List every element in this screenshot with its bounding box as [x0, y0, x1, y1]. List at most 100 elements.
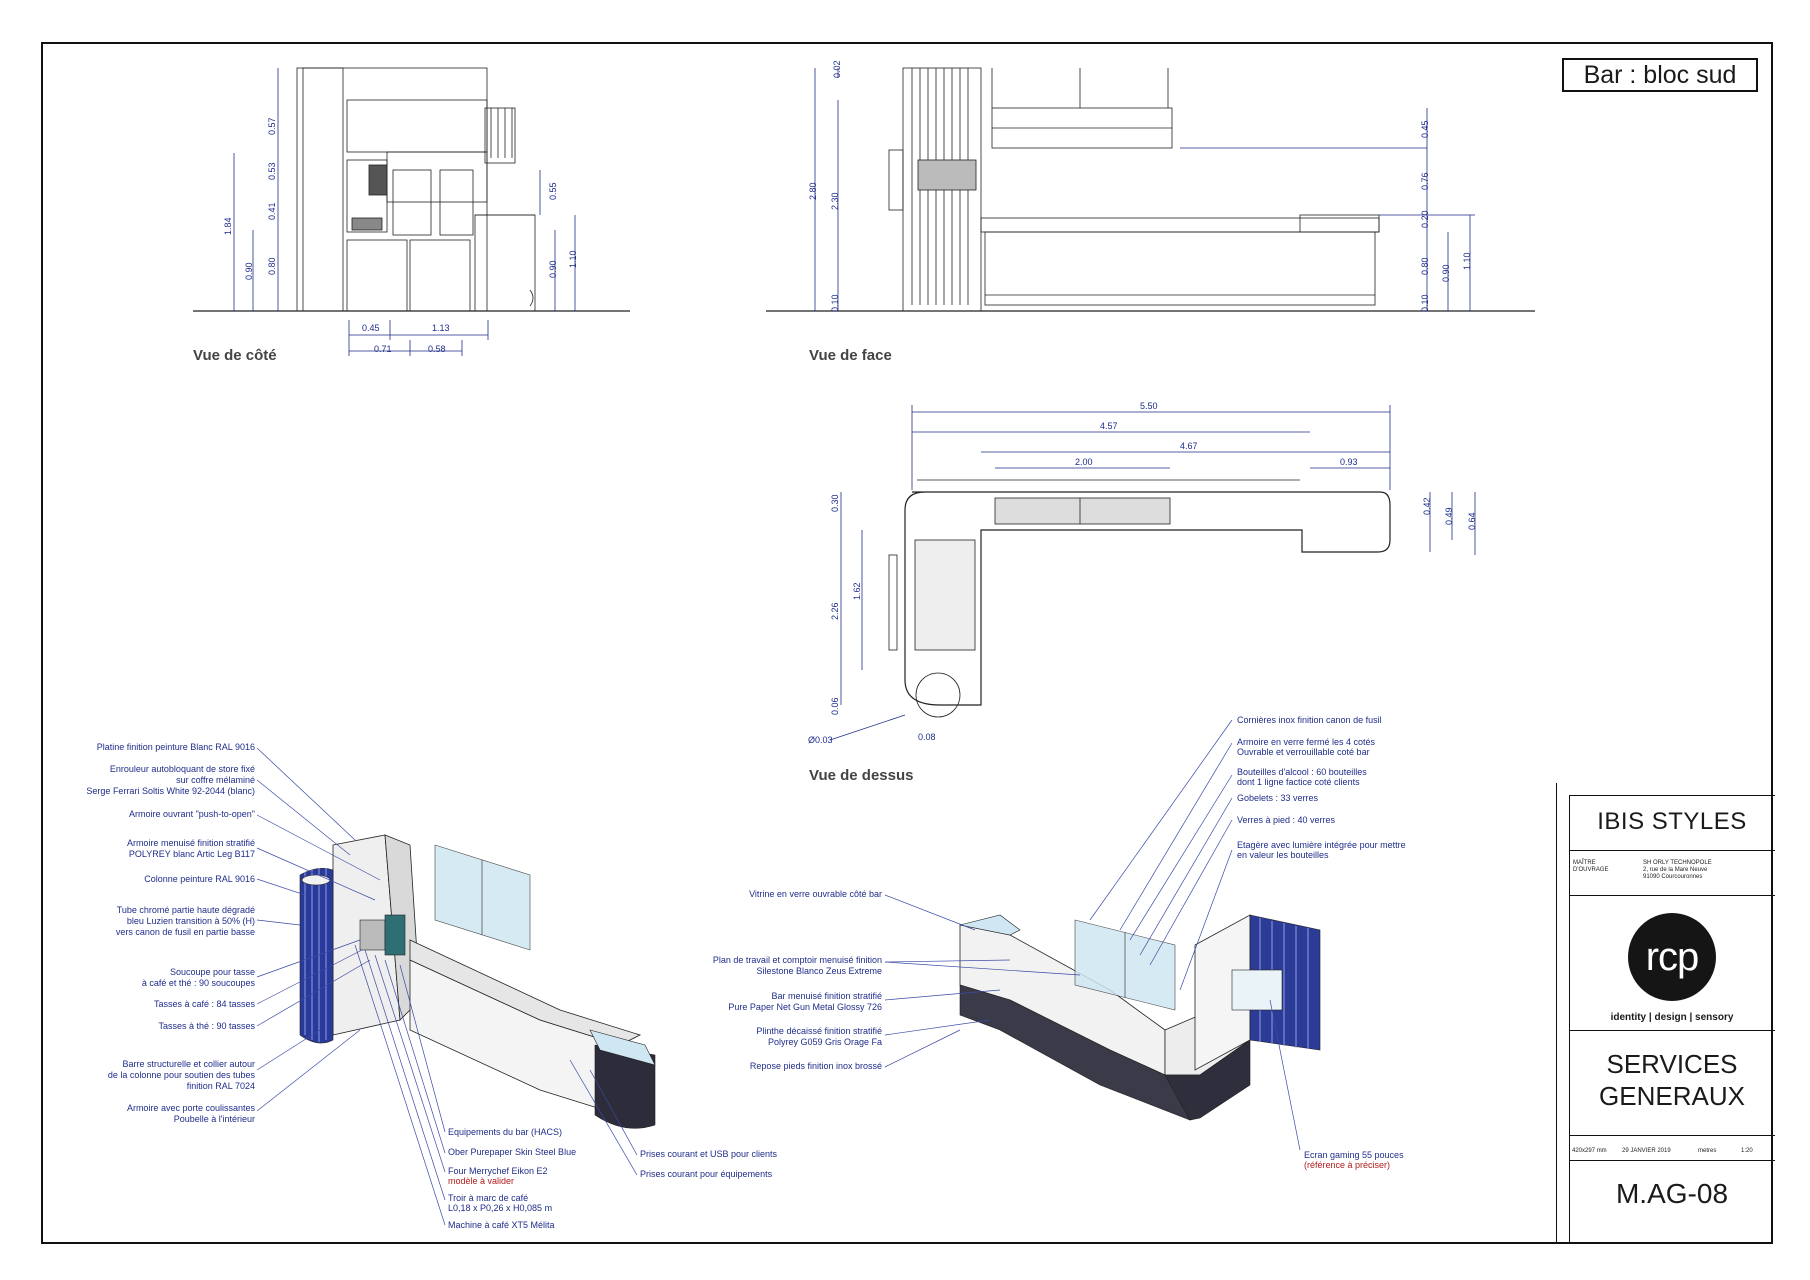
- dim-label: 0.90: [244, 262, 254, 280]
- title-block-inner: [1569, 795, 1775, 1243]
- side-view-title: Vue de côté: [193, 347, 277, 364]
- mid-label: Silestone Blanco Zeus Extreme: [756, 966, 882, 976]
- screen-label: Ecran gaming 55 pouces: [1304, 1150, 1404, 1160]
- left-label: Colonne peinture RAL 9016: [144, 874, 255, 884]
- dim-label: 1.84: [223, 217, 233, 235]
- outlet-label: Prises courant pour équipements: [640, 1169, 773, 1179]
- bottom-label: Ober Purepaper Skin Steel Blue: [448, 1147, 576, 1157]
- mid-label: Plan de travail et comptoir menuisé fini…: [713, 955, 882, 965]
- dim-label: 0.53: [267, 162, 277, 180]
- dim-label: 0.55: [548, 182, 558, 200]
- bottom-leaders: [354, 944, 638, 1226]
- right-label: Ouvrable et verrouillable coté bar: [1237, 747, 1370, 757]
- right-label: Armoire en verre fermé les 4 cotés: [1237, 737, 1376, 747]
- unit-value: metres: [1698, 1148, 1717, 1154]
- dim-label: 0.64: [1467, 512, 1477, 530]
- divider: [1569, 1135, 1775, 1136]
- left-leaders: [256, 747, 381, 1112]
- left-label: finition RAL 7024: [187, 1081, 255, 1091]
- bottom-label: L0,18 x P0,26 x H0,085 m: [448, 1203, 552, 1213]
- mid-label: Repose pieds finition inox brossé: [750, 1061, 882, 1071]
- left-label: Enrouleur autobloquant de store fixé: [110, 764, 255, 774]
- left-label: POLYREY blanc Artic Leg B117: [129, 849, 255, 859]
- dim-label: 2.26: [830, 602, 840, 620]
- left-label: Soucoupe pour tasse: [170, 967, 255, 977]
- top-view-title: Vue de dessus: [809, 767, 914, 784]
- side-view-dimensions: [233, 68, 576, 356]
- left-label: de la colonne pour soutien des tubes: [108, 1070, 256, 1080]
- divider: [1569, 1160, 1775, 1161]
- address-line: SH ORLY TECHNOPOLE: [1643, 860, 1712, 866]
- mid-label: Polyrey G059 Gris Orage Fa: [768, 1037, 882, 1047]
- right-label: Gobelets : 33 verres: [1237, 793, 1319, 803]
- dim-label: 0.10: [1420, 294, 1430, 312]
- dim-label: 5.50: [1140, 401, 1158, 411]
- date-value: 29 JANVIER 2019: [1622, 1148, 1671, 1154]
- dim-label: 0.30: [830, 494, 840, 512]
- dim-label: 0.10: [830, 294, 840, 312]
- dim-label: 1.10: [568, 250, 578, 268]
- dim-label: 0.06: [830, 697, 840, 715]
- dim-label: 1.10: [1462, 252, 1472, 270]
- left-label: Tasses à café : 84 tasses: [154, 999, 256, 1009]
- bottom-label: Machine à café XT5 Mélita: [448, 1220, 555, 1230]
- front-view-dimensions: [814, 68, 1475, 311]
- dim-label: 2.80: [808, 182, 818, 200]
- left-label: sur coffre mélaminé: [176, 775, 255, 785]
- divider: [1569, 895, 1775, 896]
- dim-label: 0.45: [1420, 120, 1430, 138]
- left-label: Barre structurelle et collier autour: [122, 1059, 255, 1069]
- dim-label: 1.62: [852, 582, 862, 600]
- side-view-drawing: [193, 67, 630, 312]
- scale-value: 1:20: [1741, 1148, 1753, 1154]
- right-label: dont 1 ligne factice coté clients: [1237, 777, 1360, 787]
- left-label: Tasses à thé : 90 tasses: [158, 1021, 255, 1031]
- service-line: SERVICES: [1606, 1049, 1738, 1079]
- format-value: 420x297 mm: [1572, 1148, 1607, 1154]
- front-view-drawing: [766, 67, 1535, 312]
- left-label: Armoire ouvrant "push-to-open": [129, 809, 255, 819]
- bottom-label-note: modèle à valider: [448, 1176, 514, 1186]
- mid-leaders: [884, 894, 1081, 1068]
- dim-label: 0.42: [1422, 497, 1432, 515]
- sheet-frame: [41, 42, 1773, 1244]
- dim-label: 0.49: [1444, 507, 1454, 525]
- right-label: Etagère avec lumière intégrée pour mettr…: [1237, 840, 1406, 850]
- screen-label-note: (référence à préciser): [1304, 1160, 1390, 1170]
- right-label: Bouteilles d'alcool : 60 bouteilles: [1237, 767, 1367, 777]
- mid-label: Bar menuisé finition stratifié: [771, 991, 882, 1001]
- left-label: Serge Ferrari Soltis White 92-2044 (blan…: [86, 786, 255, 796]
- dim-label: 0.57: [267, 117, 277, 135]
- service-line: GENERAUX: [1599, 1081, 1745, 1111]
- right-label: Verres à pied : 40 verres: [1237, 815, 1336, 825]
- mid-label: Plinthe décaissé finition stratifié: [756, 1026, 882, 1036]
- dim-label: Ø0.03: [808, 735, 833, 745]
- dim-label: 0.02: [832, 60, 842, 78]
- dim-label: 0.71: [374, 344, 392, 354]
- dim-label: 4.57: [1100, 421, 1118, 431]
- dim-label: 2.30: [830, 192, 840, 210]
- mid-label: Pure Paper Net Gun Metal Glossy 726: [728, 1002, 882, 1012]
- left-label: à café et thé : 90 soucoupes: [142, 978, 256, 988]
- left-label: bleu Luzien transition à 50% (H): [127, 916, 255, 926]
- dim-label: 0.58: [428, 344, 446, 354]
- dim-label: 2.00: [1075, 457, 1093, 467]
- dim-label: 0.80: [1420, 257, 1430, 275]
- mo-label-line: MAÎTRE: [1573, 860, 1596, 866]
- divider: [1569, 850, 1775, 851]
- top-view-drawing: [888, 479, 1391, 718]
- dim-label: 0.45: [362, 323, 380, 333]
- right-label: Cornières inox finition canon de fusil: [1237, 715, 1382, 725]
- address-line: 91090 Courcouronnes: [1643, 874, 1703, 880]
- right-label: en valeur les bouteilles: [1237, 850, 1329, 860]
- rcp-logo: rcp: [1628, 913, 1716, 1001]
- left-label: Poubelle à l'intérieur: [174, 1114, 255, 1124]
- bottom-label: Four Merrychef Eikon E2: [448, 1166, 548, 1176]
- left-isometric-drawing: [299, 834, 656, 1129]
- dim-label: 4.67: [1180, 441, 1198, 451]
- front-view-title: Vue de face: [809, 347, 892, 364]
- dim-label: 0.08: [918, 732, 936, 742]
- divider: [1569, 1030, 1775, 1031]
